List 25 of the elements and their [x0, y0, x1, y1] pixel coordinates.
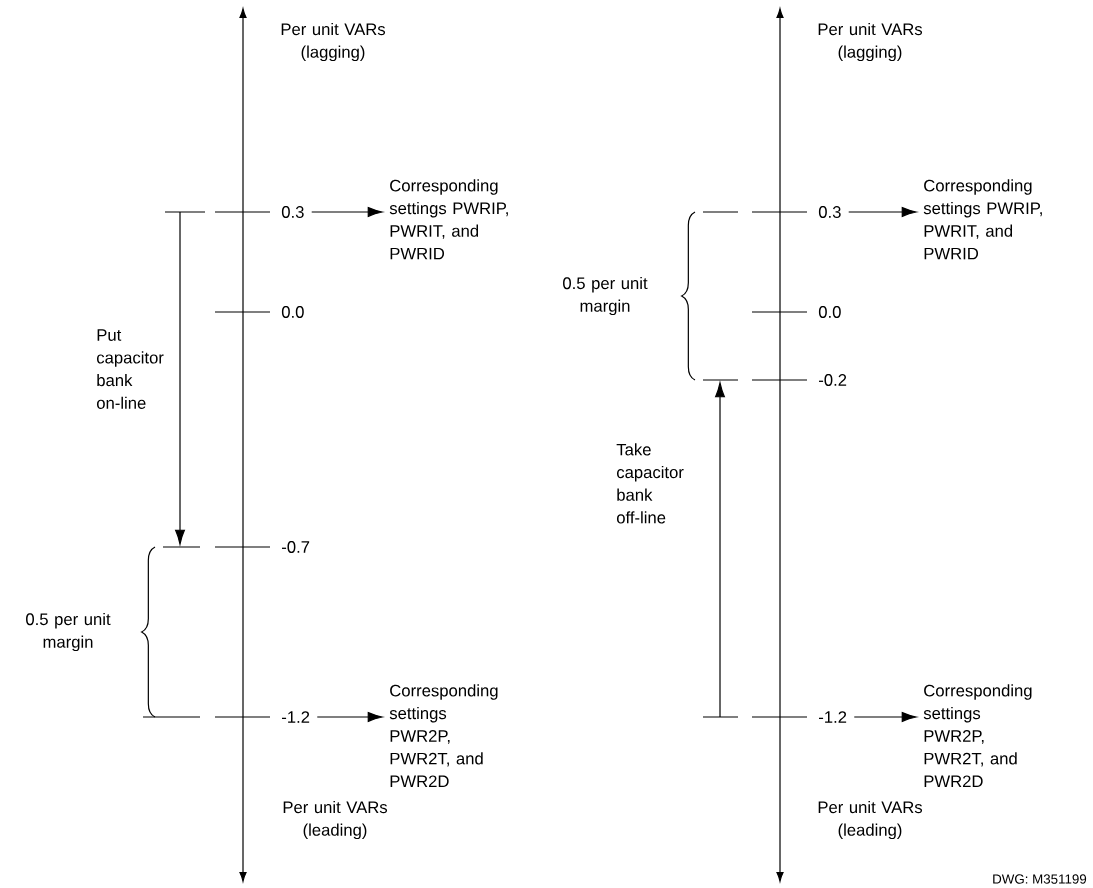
annotation-text: Take capacitor bank off-line: [616, 443, 684, 524]
axis-label: Per unit VARs (leading): [283, 800, 388, 840]
value-text: Corresponding settings PWRIP, PWRIT, and PWRID: [389, 179, 508, 260]
arrow: [316, 712, 383, 722]
annotation-text: Put capacitor bank on-line: [96, 329, 164, 409]
tick-label: 0.0: [281, 306, 304, 318]
value-text: 0.3: [281, 206, 304, 218]
value-text: -1.2: [819, 711, 847, 723]
arrow: [853, 712, 917, 722]
value-text: Corresponding settings PWRIP, PWRIT, and PWRID: [923, 179, 1042, 260]
value-text: Corresponding settings PWR2P, PWR2T, and PWR2D: [389, 684, 498, 787]
tick-label: -0.2: [819, 374, 847, 386]
drawing-number: DWG: M351199: [993, 874, 1087, 884]
value-text: -1.2: [282, 711, 310, 723]
brace-label: 0.5 per unit margin: [563, 276, 648, 316]
axis-label: Per unit VARs (lagging): [281, 22, 386, 62]
tick-label: 0.0: [818, 306, 841, 318]
tick-label: -0.7: [282, 541, 310, 553]
brace-label: 0.5 per unit margin: [26, 612, 111, 652]
axis-label: Per unit VARs (leading): [818, 800, 923, 840]
value-text: Corresponding settings PWR2P, PWR2T, and PWR2D: [923, 684, 1032, 787]
axis-label: Per unit VARs (lagging): [818, 22, 923, 62]
arrow: [848, 207, 917, 217]
value-text: 0.3: [818, 206, 841, 218]
arrow: [311, 207, 383, 217]
